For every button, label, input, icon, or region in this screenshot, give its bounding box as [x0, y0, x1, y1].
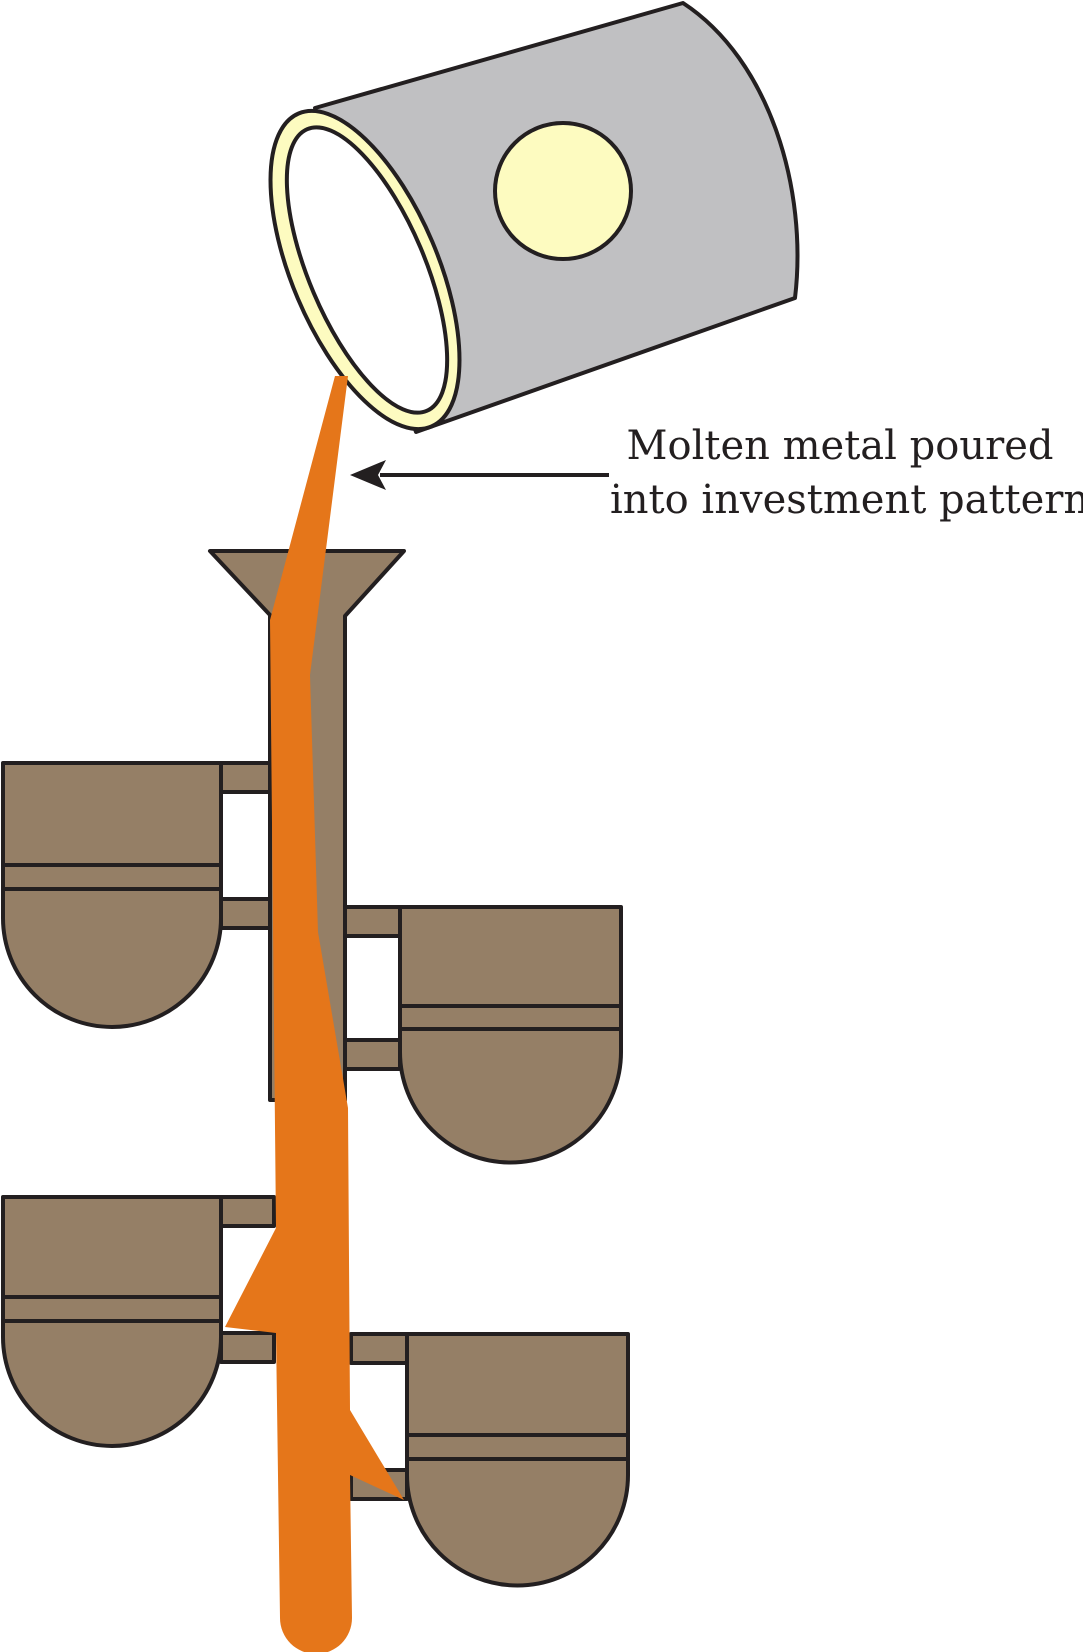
casting-part-upper-right [398, 905, 623, 1165]
ladle [268, 1, 800, 434]
caption-line-1: Molten metal poured [626, 423, 1054, 469]
gate [343, 1038, 402, 1071]
casting-part-upper-left [1, 761, 223, 1029]
gate [219, 761, 272, 794]
ladle-handle-boss [493, 121, 633, 261]
caption-line-2: into investment pattern [610, 477, 1083, 523]
gate [219, 897, 272, 930]
pointer-arrow [350, 460, 609, 490]
molten-metal-stream [225, 376, 404, 1652]
investment-mold [1, 549, 630, 1588]
gate [349, 1332, 409, 1365]
gate [343, 905, 402, 938]
ladle-opening [284, 125, 450, 415]
gate [219, 1195, 276, 1228]
gate [219, 1331, 276, 1364]
